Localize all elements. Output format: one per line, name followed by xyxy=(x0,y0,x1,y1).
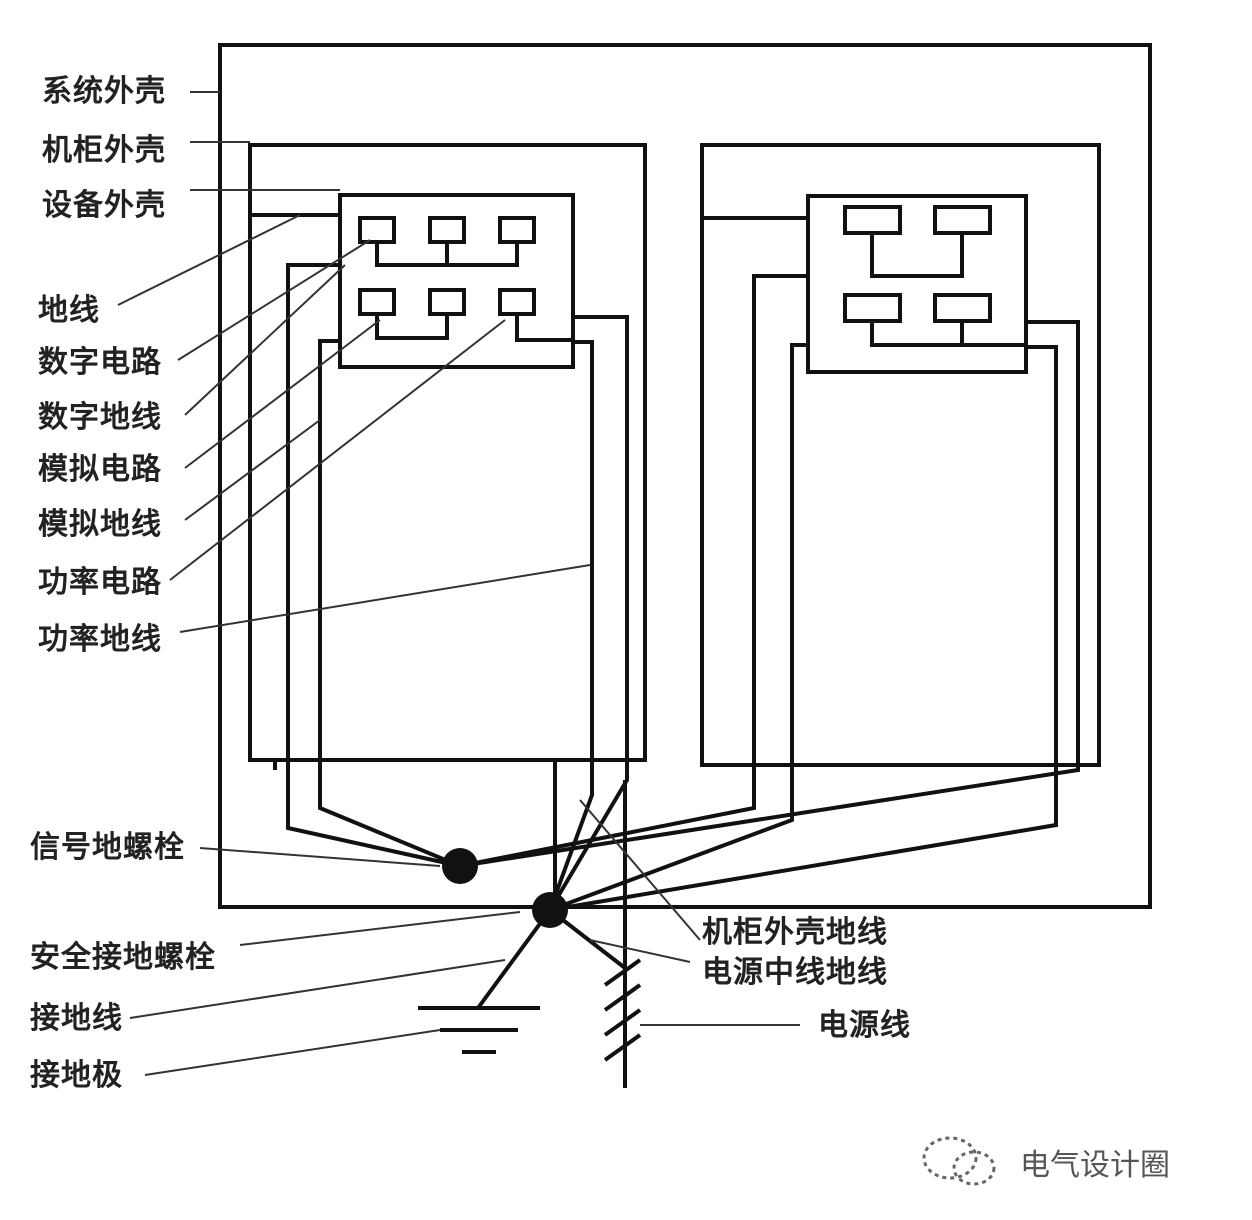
label-signal-ground-bolt: 信号地螺栓 xyxy=(30,830,185,865)
label-device-enclosure: 设备外壳 xyxy=(42,188,166,223)
left-circuit-block xyxy=(498,288,536,316)
leader-analog-circuit xyxy=(184,319,381,469)
leader-power-ground xyxy=(179,564,591,633)
power-line-hatch xyxy=(603,958,642,1062)
label-power-ground: 功率地线 xyxy=(38,622,162,657)
right-power-ground-line xyxy=(459,320,1080,868)
watermark-text: 电气设计圈 xyxy=(1020,1148,1170,1183)
leader-grounding-wire xyxy=(129,959,506,1019)
right-device-box xyxy=(806,194,1028,374)
right-cabinet-box xyxy=(700,143,1101,767)
label-cabinet-enclosure: 机柜外壳 xyxy=(42,133,166,168)
wechat-icon xyxy=(922,1136,996,1186)
label-analog-ground: 模拟地线 xyxy=(38,507,162,542)
left-cabinet-ground-line xyxy=(250,758,277,770)
right-digital-ground-bus xyxy=(870,233,964,278)
label-cabinet-shell-ground: 机柜外壳地线 xyxy=(702,915,888,950)
right-analog-ground-line xyxy=(549,343,808,912)
right-power-ground-stub xyxy=(960,321,1026,347)
grounding-wire-line xyxy=(476,908,552,1010)
left-circuit-block xyxy=(358,216,396,244)
right-power-ground-line-2 xyxy=(549,345,1058,912)
leader-cabinet-shell-ground xyxy=(579,799,701,941)
left-power-ground-line xyxy=(548,315,629,912)
label-power-neutral-ground: 电源中线地线 xyxy=(702,955,888,990)
left-circuit-block xyxy=(428,288,466,316)
right-circuit-block xyxy=(933,293,992,323)
left-power-ground-line-2 xyxy=(548,340,594,911)
right-circuit-block xyxy=(843,205,902,235)
leader-grounding-electrode xyxy=(144,1029,441,1076)
label-grounding-wire: 接地线 xyxy=(30,1001,123,1036)
ground-electrode-symbol xyxy=(418,1006,540,1054)
safety-ground-bolt xyxy=(532,892,568,928)
label-safety-ground-bolt: 安全接地螺栓 xyxy=(30,940,216,975)
system-enclosure-box xyxy=(218,43,1152,909)
label-power-line: 电源线 xyxy=(818,1008,911,1043)
right-analog-ground-bus xyxy=(870,321,964,347)
label-grounding-electrode: 接地极 xyxy=(30,1058,123,1093)
leader-signal-ground-bolt xyxy=(199,847,441,867)
right-digital-ground-line xyxy=(459,274,808,868)
left-digital-ground-line xyxy=(286,263,461,868)
label-digital-ground: 数字地线 xyxy=(38,400,162,435)
left-power-ground-stub xyxy=(515,314,573,342)
signal-ground-bolt xyxy=(442,848,478,884)
leader-analog-ground xyxy=(184,419,321,521)
label-ground-wire: 地线 xyxy=(38,293,100,328)
label-digital-circuit: 数字电路 xyxy=(38,345,162,380)
left-cabinet-box xyxy=(248,143,647,762)
left-digital-ground-bus xyxy=(375,242,519,267)
label-system-enclosure: 系统外壳 xyxy=(42,74,166,109)
left-circuit-block xyxy=(498,216,536,244)
leader-digital-ground xyxy=(184,264,346,416)
right-circuit-block xyxy=(933,205,992,235)
left-circuit-block xyxy=(358,288,396,316)
right-circuit-block xyxy=(843,293,902,323)
label-power-circuit: 功率电路 xyxy=(38,565,162,600)
label-analog-circuit: 模拟电路 xyxy=(38,452,162,487)
leader-digital-circuit xyxy=(177,239,371,361)
left-circuit-block xyxy=(428,216,466,244)
left-device-box xyxy=(338,193,575,369)
left-analog-ground-bus xyxy=(375,314,449,340)
leader-ground-wire xyxy=(117,214,301,306)
leader-safety-ground-bolt xyxy=(239,911,521,946)
leader-power-neutral-ground xyxy=(589,939,691,963)
left-analog-ground-line xyxy=(318,339,461,868)
leader-power-circuit xyxy=(169,319,506,581)
